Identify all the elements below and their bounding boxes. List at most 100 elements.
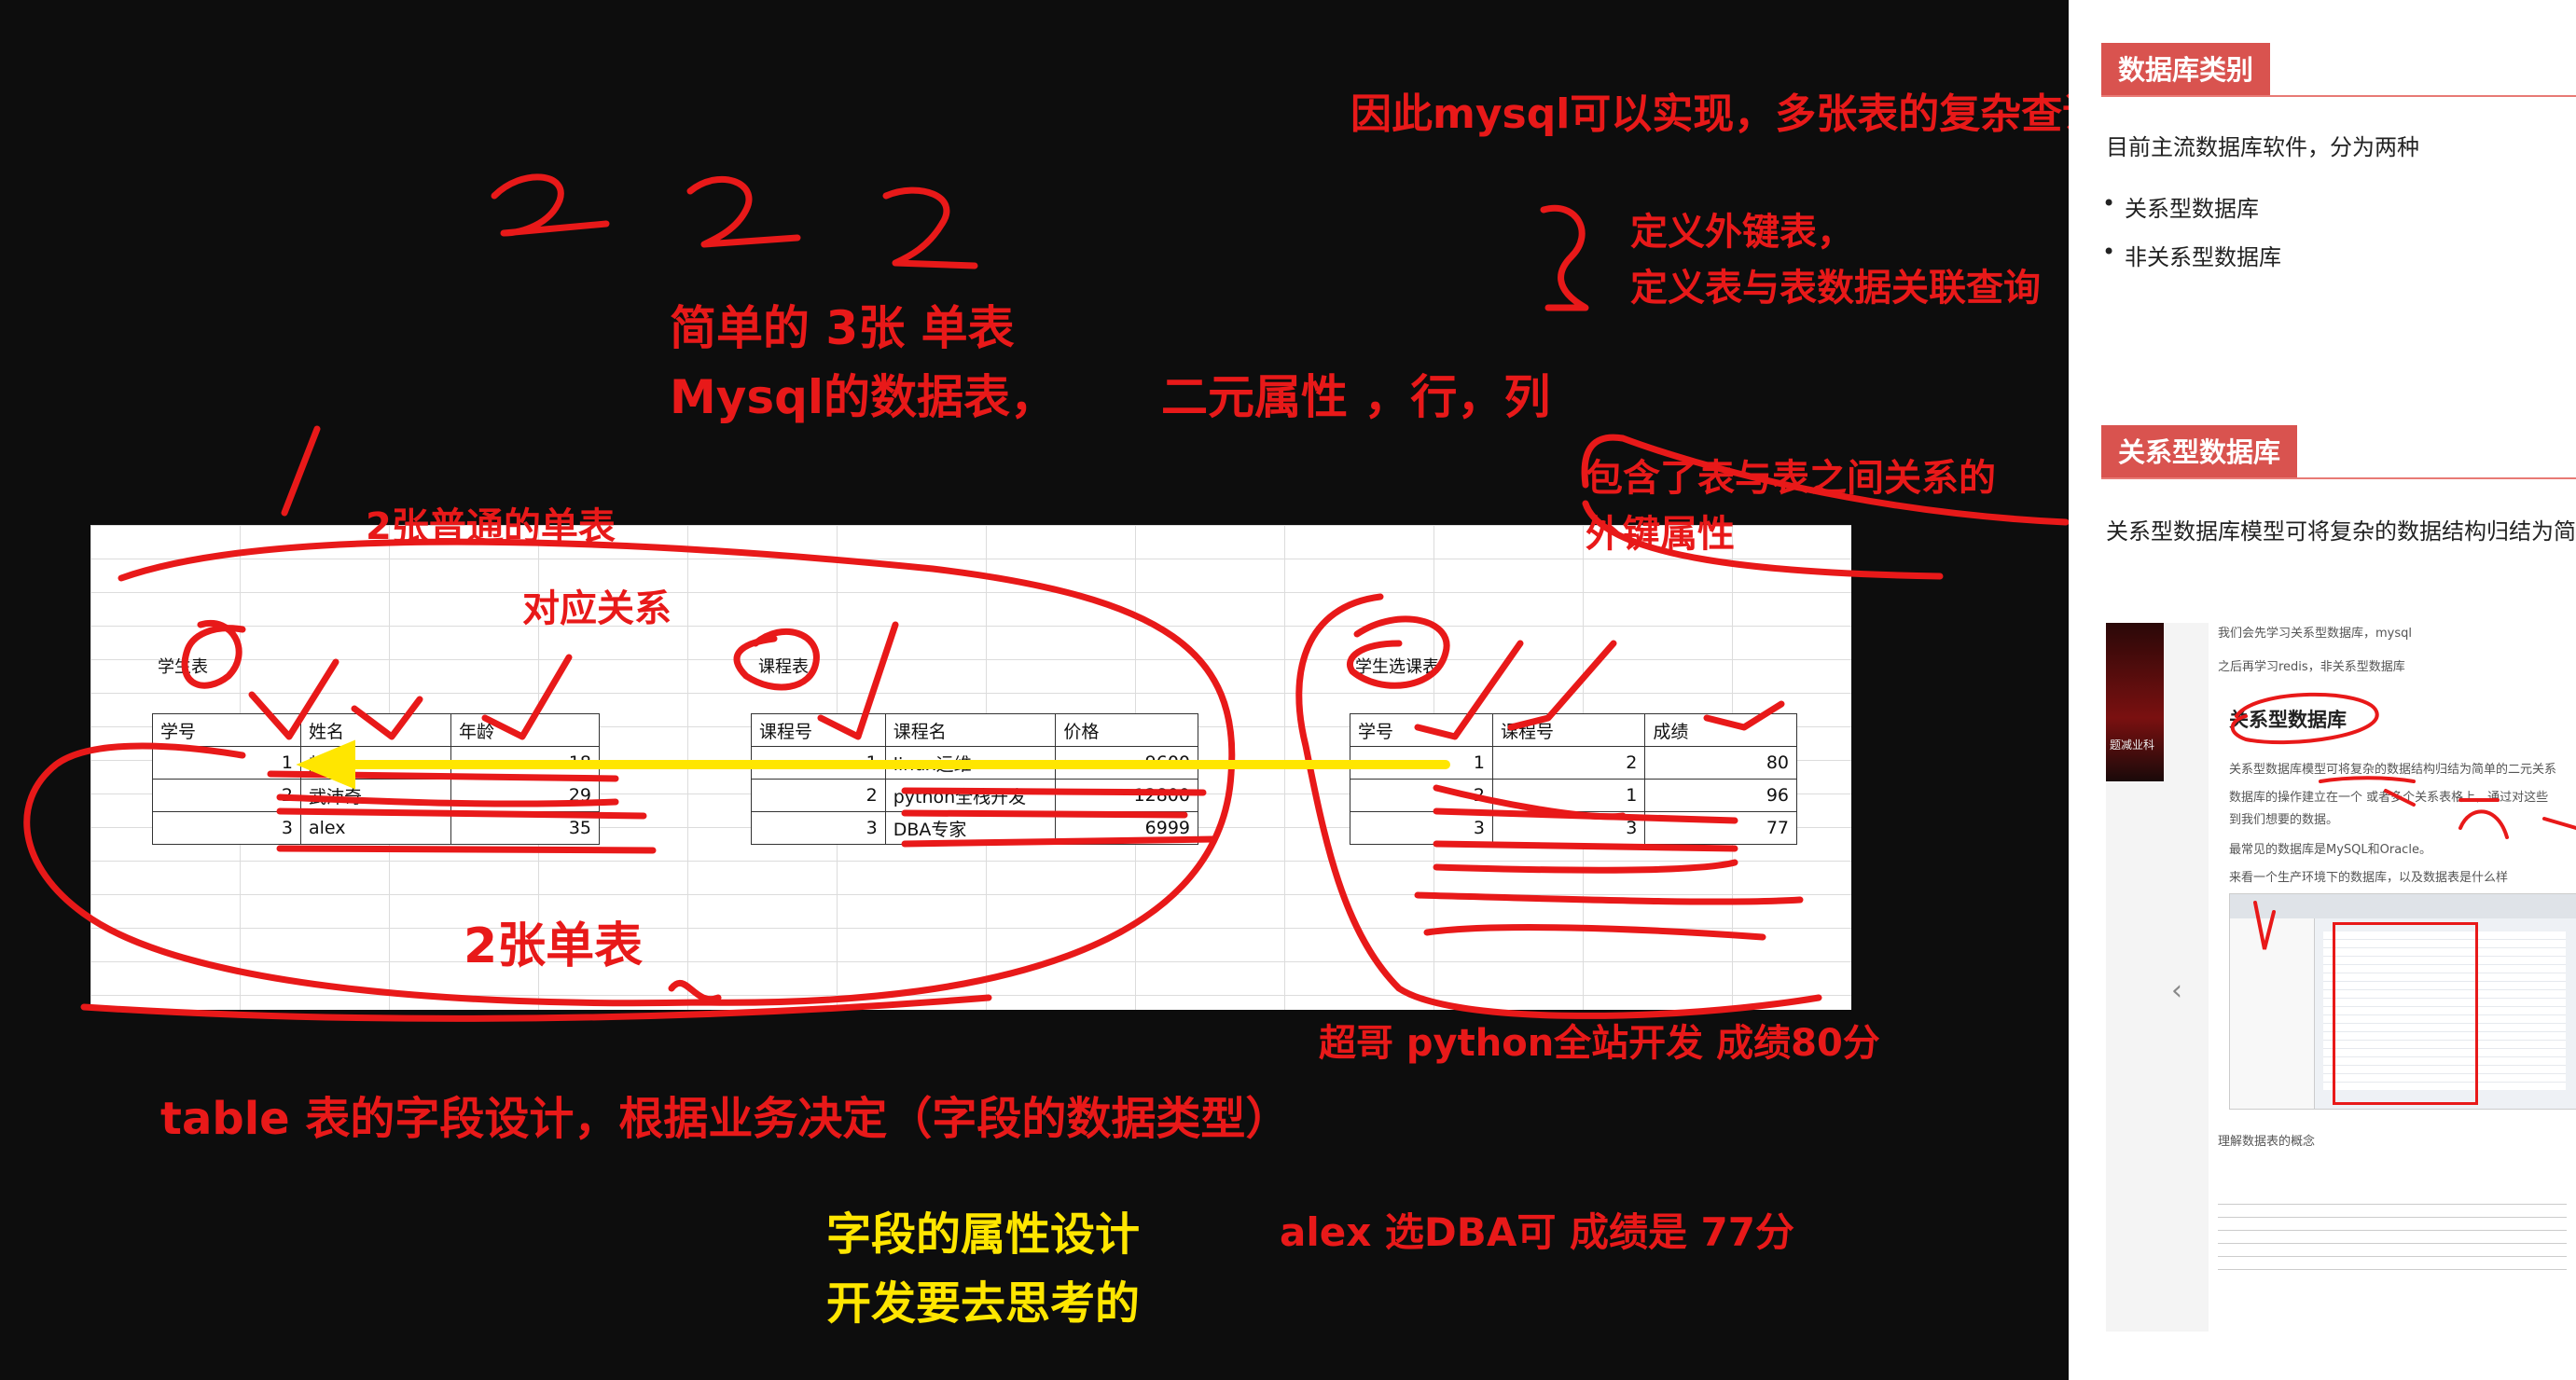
table-header-cell: 课程号: [1491, 713, 1646, 747]
table-cell: 1: [751, 746, 886, 780]
annotation-two-single-tables: 2张单表: [464, 918, 644, 974]
thumbnail-photo: [2106, 623, 2164, 781]
table-cell: 3: [152, 811, 301, 845]
pen-stroke: [882, 186, 978, 269]
table-row: 1 linux运维 9600: [751, 746, 1198, 780]
prev-arrow[interactable]: ‹: [2171, 974, 2182, 1007]
annotation-fk-line2: 定义表与表数据关联查询: [1630, 267, 2041, 310]
embedded-line: 到我们想要的数据。: [2229, 813, 2339, 827]
table-row: 2 python全栈开发 12800: [751, 779, 1198, 812]
embedded-app-screenshot: [2229, 893, 2576, 1110]
annotation-simple-tables: 简单的 3张 单表: [670, 301, 1015, 355]
selection-table-title: 学生选课表: [1355, 657, 1439, 677]
heading-rule: [2101, 477, 2576, 479]
table-cell: 2: [751, 779, 886, 812]
table-cell: linux运维: [884, 746, 1057, 780]
bullet-relational: 关系型数据库: [2102, 190, 2259, 223]
photo-caption: 题减业科: [2110, 738, 2155, 752]
annotation-fk-line1: 定义外键表，: [1630, 211, 1854, 254]
embedded-line: 理解数据表的概念: [2218, 1135, 2316, 1149]
table-cell: 35: [450, 811, 600, 845]
heading-rule: [2101, 95, 2576, 97]
table-cell: 9600: [1055, 746, 1198, 780]
table-header-cell: 课程号: [751, 713, 886, 747]
annotation-multi-table-query: 因此mysql可以实现，多张表的复杂查询: [1350, 90, 2104, 138]
table-cell: 80: [1644, 746, 1797, 780]
annotation-field-attr-line1: 字段的属性设计: [826, 1208, 1141, 1261]
table-cell: 3: [751, 811, 886, 845]
course-table-title: 课程表: [758, 657, 809, 677]
table-cell: 6999: [1055, 811, 1198, 845]
embedded-line: 我们会先学习关系型数据库，mysql: [2218, 627, 2412, 641]
embedded-table-preview: [2218, 1192, 2567, 1276]
table-cell: 18: [450, 746, 600, 780]
spreadsheet-image: 学生表 学号 姓名 年龄 1 超哥 18 2 武沛奇 29 3 alex 35: [90, 525, 1851, 1010]
annotation-contains-line2: 外键属性: [1586, 513, 1735, 556]
table-row: 1 2 80: [1350, 746, 1797, 780]
table-cell: python全栈开发: [884, 779, 1057, 812]
whiteboard-canvas: 学生表 学号 姓名 年龄 1 超哥 18 2 武沛奇 29 3 alex 35: [23, 90, 2104, 1330]
table-header-cell: 价格: [1055, 713, 1198, 747]
course-table: 课程号 课程名 价格 1 linux运维 9600 2 python全栈开发 1…: [751, 713, 1198, 845]
table-row: 2 武沛奇 29: [152, 779, 600, 812]
table-cell: 3: [1350, 811, 1493, 845]
heading-relational-db: 关系型数据库: [2101, 425, 2298, 479]
table-cell: 77: [1644, 811, 1797, 845]
table-row: 3 3 77: [1350, 811, 1797, 845]
table-cell: DBA专家: [884, 811, 1057, 845]
annotation-field-design: table 表的字段设计，根据业务决定（字段的数据类型）: [160, 1093, 1291, 1145]
annotation-two-normal-tables: 2张普通的单表: [366, 505, 616, 548]
table-header-cell: 学号: [1350, 713, 1493, 747]
selection-table: 学号 课程号 成绩 1 2 80 2 1 96 3 3 77: [1350, 713, 1797, 845]
pen-stroke: [491, 173, 610, 237]
bullet-nonrelational: 非关系型数据库: [2102, 239, 2281, 271]
annotation-mapping: 对应关系: [522, 587, 672, 630]
table-cell: 12800: [1055, 779, 1198, 812]
embedded-line: 来看一个生产环境下的数据库，以及数据表是什么样: [2229, 871, 2509, 885]
paragraph-relational-intro: 关系型数据库模型可将复杂的数据结构归结为简: [2106, 518, 2576, 545]
table-cell: 96: [1644, 779, 1797, 812]
table-cell: alex: [299, 811, 452, 845]
table-cell: 3: [1491, 811, 1646, 845]
annotation-chaoge-score: 超哥 python全站开发 成绩80分: [1319, 1022, 1880, 1065]
embedded-pen-strokes: [2230, 692, 2576, 950]
embedded-screenshot: 题减业科 我们会先学习关系型数据库，mysql 之后再学习redis，非关系型数…: [2106, 623, 2576, 1332]
table-cell: 1: [1350, 746, 1493, 780]
annotation-field-attr-line2: 开发要去思考的: [826, 1277, 1141, 1330]
embedded-line: 最常见的数据库是MySQL和Oracle。: [2229, 843, 2431, 857]
table-cell: 2: [152, 779, 301, 812]
annotation-mysql-table: Mysql的数据表，: [670, 370, 1058, 424]
table-cell: 武沛奇: [299, 779, 452, 812]
table-row: 1 超哥 18: [152, 746, 600, 780]
student-table: 学号 姓名 年龄 1 超哥 18 2 武沛奇 29 3 alex 35: [152, 713, 600, 845]
pen-stroke: [686, 175, 801, 248]
table-header-cell: 学号: [152, 713, 301, 747]
pen-stroke: [281, 425, 321, 517]
table-header-cell: 课程名: [884, 713, 1057, 747]
table-header-row: 学号 课程号 成绩: [1350, 713, 1797, 747]
table-header-cell: 年龄: [450, 713, 600, 747]
table-header-row: 学号 姓名 年龄: [152, 713, 600, 747]
embedded-line: 之后再学习redis，非关系型数据库: [2218, 660, 2405, 674]
document-panel: 数据库类别 目前主流数据库软件，分为两种 关系型数据库 非关系型数据库 关系型数…: [2069, 0, 2576, 1380]
table-cell: 超哥: [299, 746, 452, 780]
annotation-binary-attribute: 二元属性 ，行，列: [1161, 370, 1551, 424]
heading-db-category: 数据库类别: [2101, 43, 2271, 97]
embedded-line: 关系型数据库模型可将复杂的数据结构归结为简单的二元关系: [2229, 763, 2557, 777]
embedded-heading: 关系型数据库: [2229, 709, 2347, 731]
annotation-contains-line1: 包含了表与表之间关系的: [1586, 457, 1996, 500]
table-cell: 2: [1350, 779, 1493, 812]
table-row: 2 1 96: [1350, 779, 1797, 812]
table-header-row: 课程号 课程名 价格: [751, 713, 1198, 747]
annotation-alex-score: alex 选DBA可 成绩是 77分: [1280, 1209, 1795, 1255]
table-cell: 29: [450, 779, 600, 812]
table-header-cell: 姓名: [299, 713, 452, 747]
paragraph-db-intro: 目前主流数据库软件，分为两种: [2106, 134, 2419, 160]
table-cell: 1: [152, 746, 301, 780]
table-cell: 2: [1491, 746, 1646, 780]
table-row: 3 DBA专家 6999: [751, 811, 1198, 845]
pen-stroke: [1540, 204, 1589, 311]
table-cell: 1: [1491, 779, 1646, 812]
table-header-cell: 成绩: [1644, 713, 1797, 747]
student-table-title: 学生表: [158, 657, 208, 677]
